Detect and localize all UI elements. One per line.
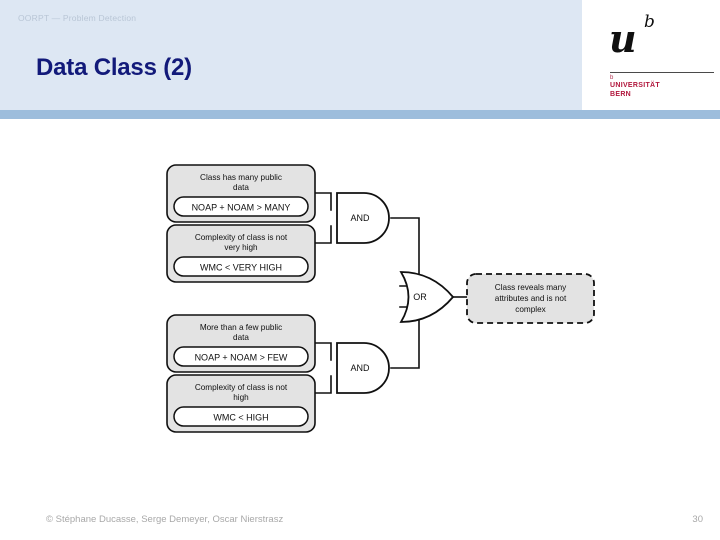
footer-page-number: 30 <box>692 514 703 525</box>
and-gate-label: AND <box>350 213 370 223</box>
data-class-logic-diagram: Class has many public data NOAP + NOAM >… <box>166 164 595 433</box>
logo-b-superscript-glyph: b <box>644 12 655 32</box>
result-box-outline <box>466 273 595 324</box>
and-gate-upper[interactable]: AND <box>336 192 390 244</box>
metric-label: WMC < VERY HIGH <box>200 263 282 273</box>
slide-header: OORPT — Problem Detection Data Class (2)… <box>0 0 720 110</box>
logo-divider <box>610 72 714 73</box>
result-line3: complex <box>515 305 546 314</box>
metric-label: NOAP + NOAM > FEW <box>195 353 288 363</box>
and-gate-lower[interactable]: AND <box>336 342 390 394</box>
result-box-data-class[interactable]: Class reveals many attributes and is not… <box>466 273 595 324</box>
and-gate-label: AND <box>350 363 370 373</box>
result-line2: attributes and is not <box>495 294 567 303</box>
and-gate-shape <box>336 192 390 244</box>
condition-box-complexity-not-very-high[interactable]: Complexity of class is not very high WMC… <box>166 224 316 283</box>
result-line1: Class reveals many <box>495 283 567 292</box>
metric-pill-outline <box>173 346 309 367</box>
condition-title-line1: Class has many public <box>200 173 282 182</box>
or-gate-final[interactable]: OR <box>399 271 455 323</box>
diagram-container: Class has many public data NOAP + NOAM >… <box>0 119 720 494</box>
condition-title-line2: data <box>233 183 249 192</box>
metric-pill-outline <box>173 256 309 277</box>
logo-universitaet-text: UNIVERSITÄT <box>610 82 660 89</box>
header-rule <box>0 110 720 119</box>
page-title: Data Class (2) <box>36 54 192 81</box>
and-gate-shape <box>336 342 390 394</box>
condition-title-line2: very high <box>224 243 258 252</box>
metric-pill-outline <box>173 196 309 217</box>
condition-box-complexity-not-high[interactable]: Complexity of class is not high WMC < HI… <box>166 374 316 433</box>
breadcrumb: OORPT — Problem Detection <box>18 13 137 23</box>
condition-title-line2: data <box>233 333 249 342</box>
condition-title-line1: More than a few public <box>200 323 282 332</box>
condition-box-public-data-few[interactable]: More than a few public data NOAP + NOAM … <box>166 314 316 373</box>
metric-label: NOAP + NOAM > MANY <box>192 203 291 213</box>
logo-panel: u b b UNIVERSITÄT BERN <box>582 0 720 110</box>
condition-title-line1: Complexity of class is not <box>195 233 288 242</box>
logo-bern-text: BERN <box>610 91 632 98</box>
metric-pill-outline <box>173 406 309 427</box>
or-gate-shape <box>399 271 455 323</box>
condition-box-public-data-many[interactable]: Class has many public data NOAP + NOAM >… <box>166 164 316 223</box>
connector-lines <box>314 192 468 394</box>
condition-title-line2: high <box>233 393 249 402</box>
metric-label: WMC < HIGH <box>213 413 268 423</box>
logo-tick-glyph: b <box>610 75 614 81</box>
condition-title-line1: Complexity of class is not <box>195 383 288 392</box>
or-gate-label: OR <box>413 292 427 302</box>
logo-u-glyph: u <box>609 16 637 61</box>
footer-copyright: © Stéphane Ducasse, Serge Demeyer, Oscar… <box>46 514 284 525</box>
university-bern-logo: u b b UNIVERSITÄT BERN <box>596 6 716 106</box>
